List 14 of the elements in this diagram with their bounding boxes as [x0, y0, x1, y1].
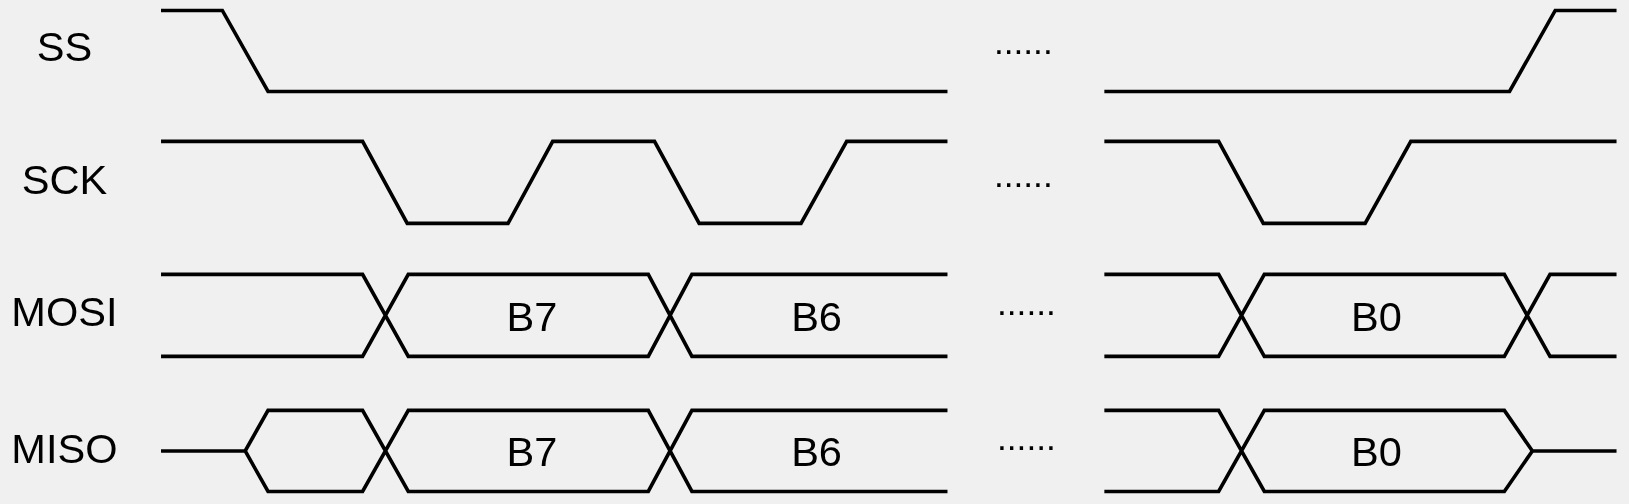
ellipsis: ...... — [997, 420, 1056, 457]
ellipsis: ...... — [993, 156, 1053, 193]
ellipsis: ...... — [993, 23, 1053, 60]
signal-name: MOSI — [11, 290, 118, 333]
bit-label: B7 — [506, 296, 558, 338]
bit-label: B0 — [1351, 431, 1402, 473]
signal-name: SS — [36, 25, 93, 68]
bit-label: B6 — [791, 296, 842, 338]
bit-label: B0 — [1351, 296, 1402, 338]
bit-label: B6 — [791, 431, 842, 473]
bit-label: B7 — [506, 431, 558, 473]
signal-name: MISO — [11, 428, 118, 470]
ellipsis: ...... — [997, 285, 1056, 321]
signal-name: SCK — [21, 158, 108, 201]
